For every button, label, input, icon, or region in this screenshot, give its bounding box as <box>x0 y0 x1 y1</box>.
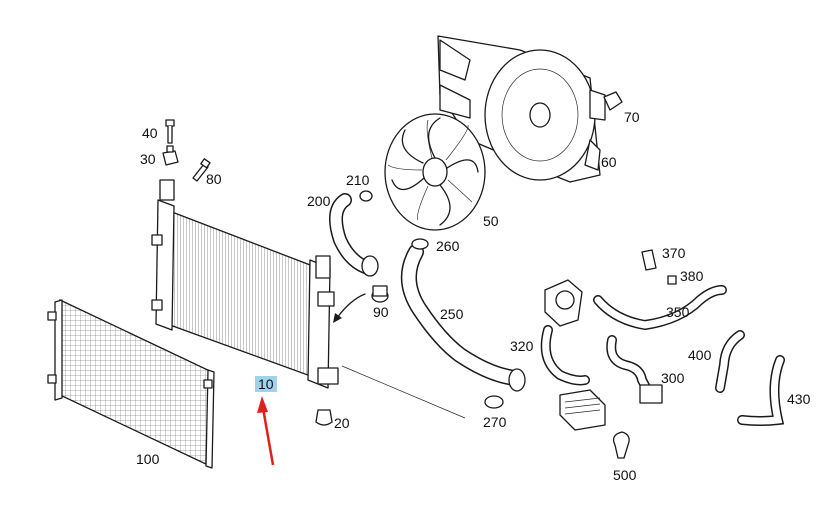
part-label-370[interactable]: 370 <box>662 245 686 261</box>
fan-part[interactable] <box>384 113 486 231</box>
part-label-200[interactable]: 200 <box>307 193 331 209</box>
highlight-arrow <box>257 396 275 466</box>
clamp-part-270[interactable] <box>484 395 504 409</box>
part-label-350[interactable]: 350 <box>666 304 690 320</box>
part-label-40[interactable]: 40 <box>142 125 158 141</box>
part-label-260[interactable]: 260 <box>436 238 460 254</box>
valve-part-500[interactable] <box>612 431 630 459</box>
bracket-part-370[interactable] <box>641 249 657 271</box>
part-label-300[interactable]: 300 <box>661 370 685 386</box>
hose-part-430[interactable] <box>737 355 785 426</box>
part-label-50[interactable]: 50 <box>483 213 499 229</box>
part-label-250[interactable]: 250 <box>440 306 464 322</box>
part-label-380[interactable]: 380 <box>680 268 704 284</box>
part-label-210[interactable]: 210 <box>346 172 370 188</box>
thermostat-part-320[interactable] <box>540 279 590 386</box>
arrow-pointer <box>333 293 366 323</box>
part-label-270[interactable]: 270 <box>483 414 507 430</box>
part-label-500[interactable]: 500 <box>613 467 637 483</box>
part-label-10[interactable]: 10 <box>255 376 277 392</box>
clamp-part-210[interactable] <box>359 190 373 202</box>
clip-part-70[interactable] <box>603 91 623 111</box>
hose-part-200[interactable] <box>329 193 379 277</box>
grommet-part-20[interactable] <box>315 409 333 426</box>
pin-part-80[interactable] <box>192 158 211 182</box>
part-label-90[interactable]: 90 <box>373 304 389 320</box>
bolt-part-40[interactable] <box>165 119 175 144</box>
bolt-part-380[interactable] <box>667 275 677 285</box>
part-label-430[interactable]: 430 <box>787 391 811 407</box>
radiator-part[interactable] <box>151 179 339 389</box>
hose-part-350[interactable] <box>593 285 727 331</box>
part-label-100[interactable]: 100 <box>136 451 160 467</box>
fan-shroud-part[interactable] <box>437 35 606 183</box>
part-label-30[interactable]: 30 <box>140 151 156 167</box>
hose-part-250[interactable] <box>400 244 526 392</box>
part-label-320[interactable]: 320 <box>510 338 534 354</box>
pipe-part-300[interactable] <box>606 335 663 404</box>
condenser-part[interactable] <box>47 298 215 469</box>
oil-cooler-part[interactable] <box>559 389 606 431</box>
part-label-20[interactable]: 20 <box>334 415 350 431</box>
leader-line-270 <box>341 365 466 419</box>
part-label-70[interactable]: 70 <box>624 109 640 125</box>
bung-part-90[interactable] <box>371 285 389 303</box>
part-label-80[interactable]: 80 <box>206 171 222 187</box>
clamp-part-260[interactable] <box>411 238 429 250</box>
bracket-part-30[interactable] <box>162 145 179 166</box>
part-label-60[interactable]: 60 <box>601 154 617 170</box>
part-label-400[interactable]: 400 <box>688 347 712 363</box>
hose-part-400[interactable] <box>715 330 745 393</box>
